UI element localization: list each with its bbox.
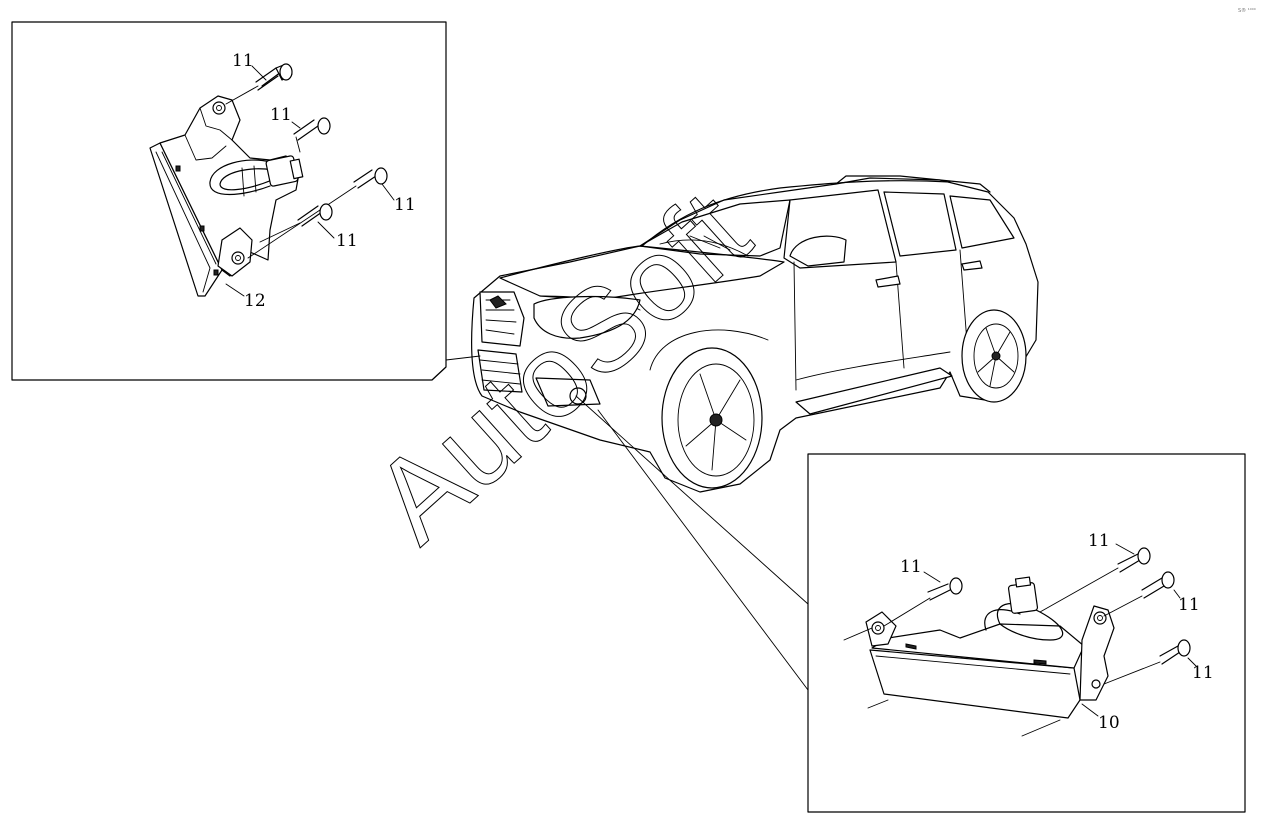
left-bolts bbox=[225, 63, 395, 297]
callout-11-e: 11 bbox=[900, 557, 922, 577]
right-bolts bbox=[843, 543, 1197, 737]
left-inset: 11 11 11 11 12 bbox=[11, 21, 447, 381]
callout-11-b: 11 bbox=[270, 105, 292, 125]
reference-lines bbox=[431, 355, 809, 691]
callout-11-a: 11 bbox=[232, 51, 254, 71]
callout-12: 12 bbox=[244, 291, 266, 311]
right-inset-frame bbox=[807, 453, 1246, 813]
callout-11-f: 11 bbox=[1088, 531, 1110, 551]
callout-11-d: 11 bbox=[336, 231, 358, 251]
right-inset: 11 11 11 11 10 bbox=[807, 453, 1246, 813]
vehicle-illustration bbox=[471, 175, 1039, 493]
right-lamp-assembly bbox=[865, 576, 1115, 719]
corner-mark: S® ¹⁰⁰⁰ bbox=[1238, 7, 1256, 14]
callout-11-g: 11 bbox=[1178, 595, 1200, 615]
left-lamp-assembly bbox=[149, 95, 304, 297]
callout-10: 10 bbox=[1098, 713, 1120, 733]
callout-11-h: 11 bbox=[1192, 663, 1214, 683]
callout-11-c: 11 bbox=[394, 195, 416, 215]
